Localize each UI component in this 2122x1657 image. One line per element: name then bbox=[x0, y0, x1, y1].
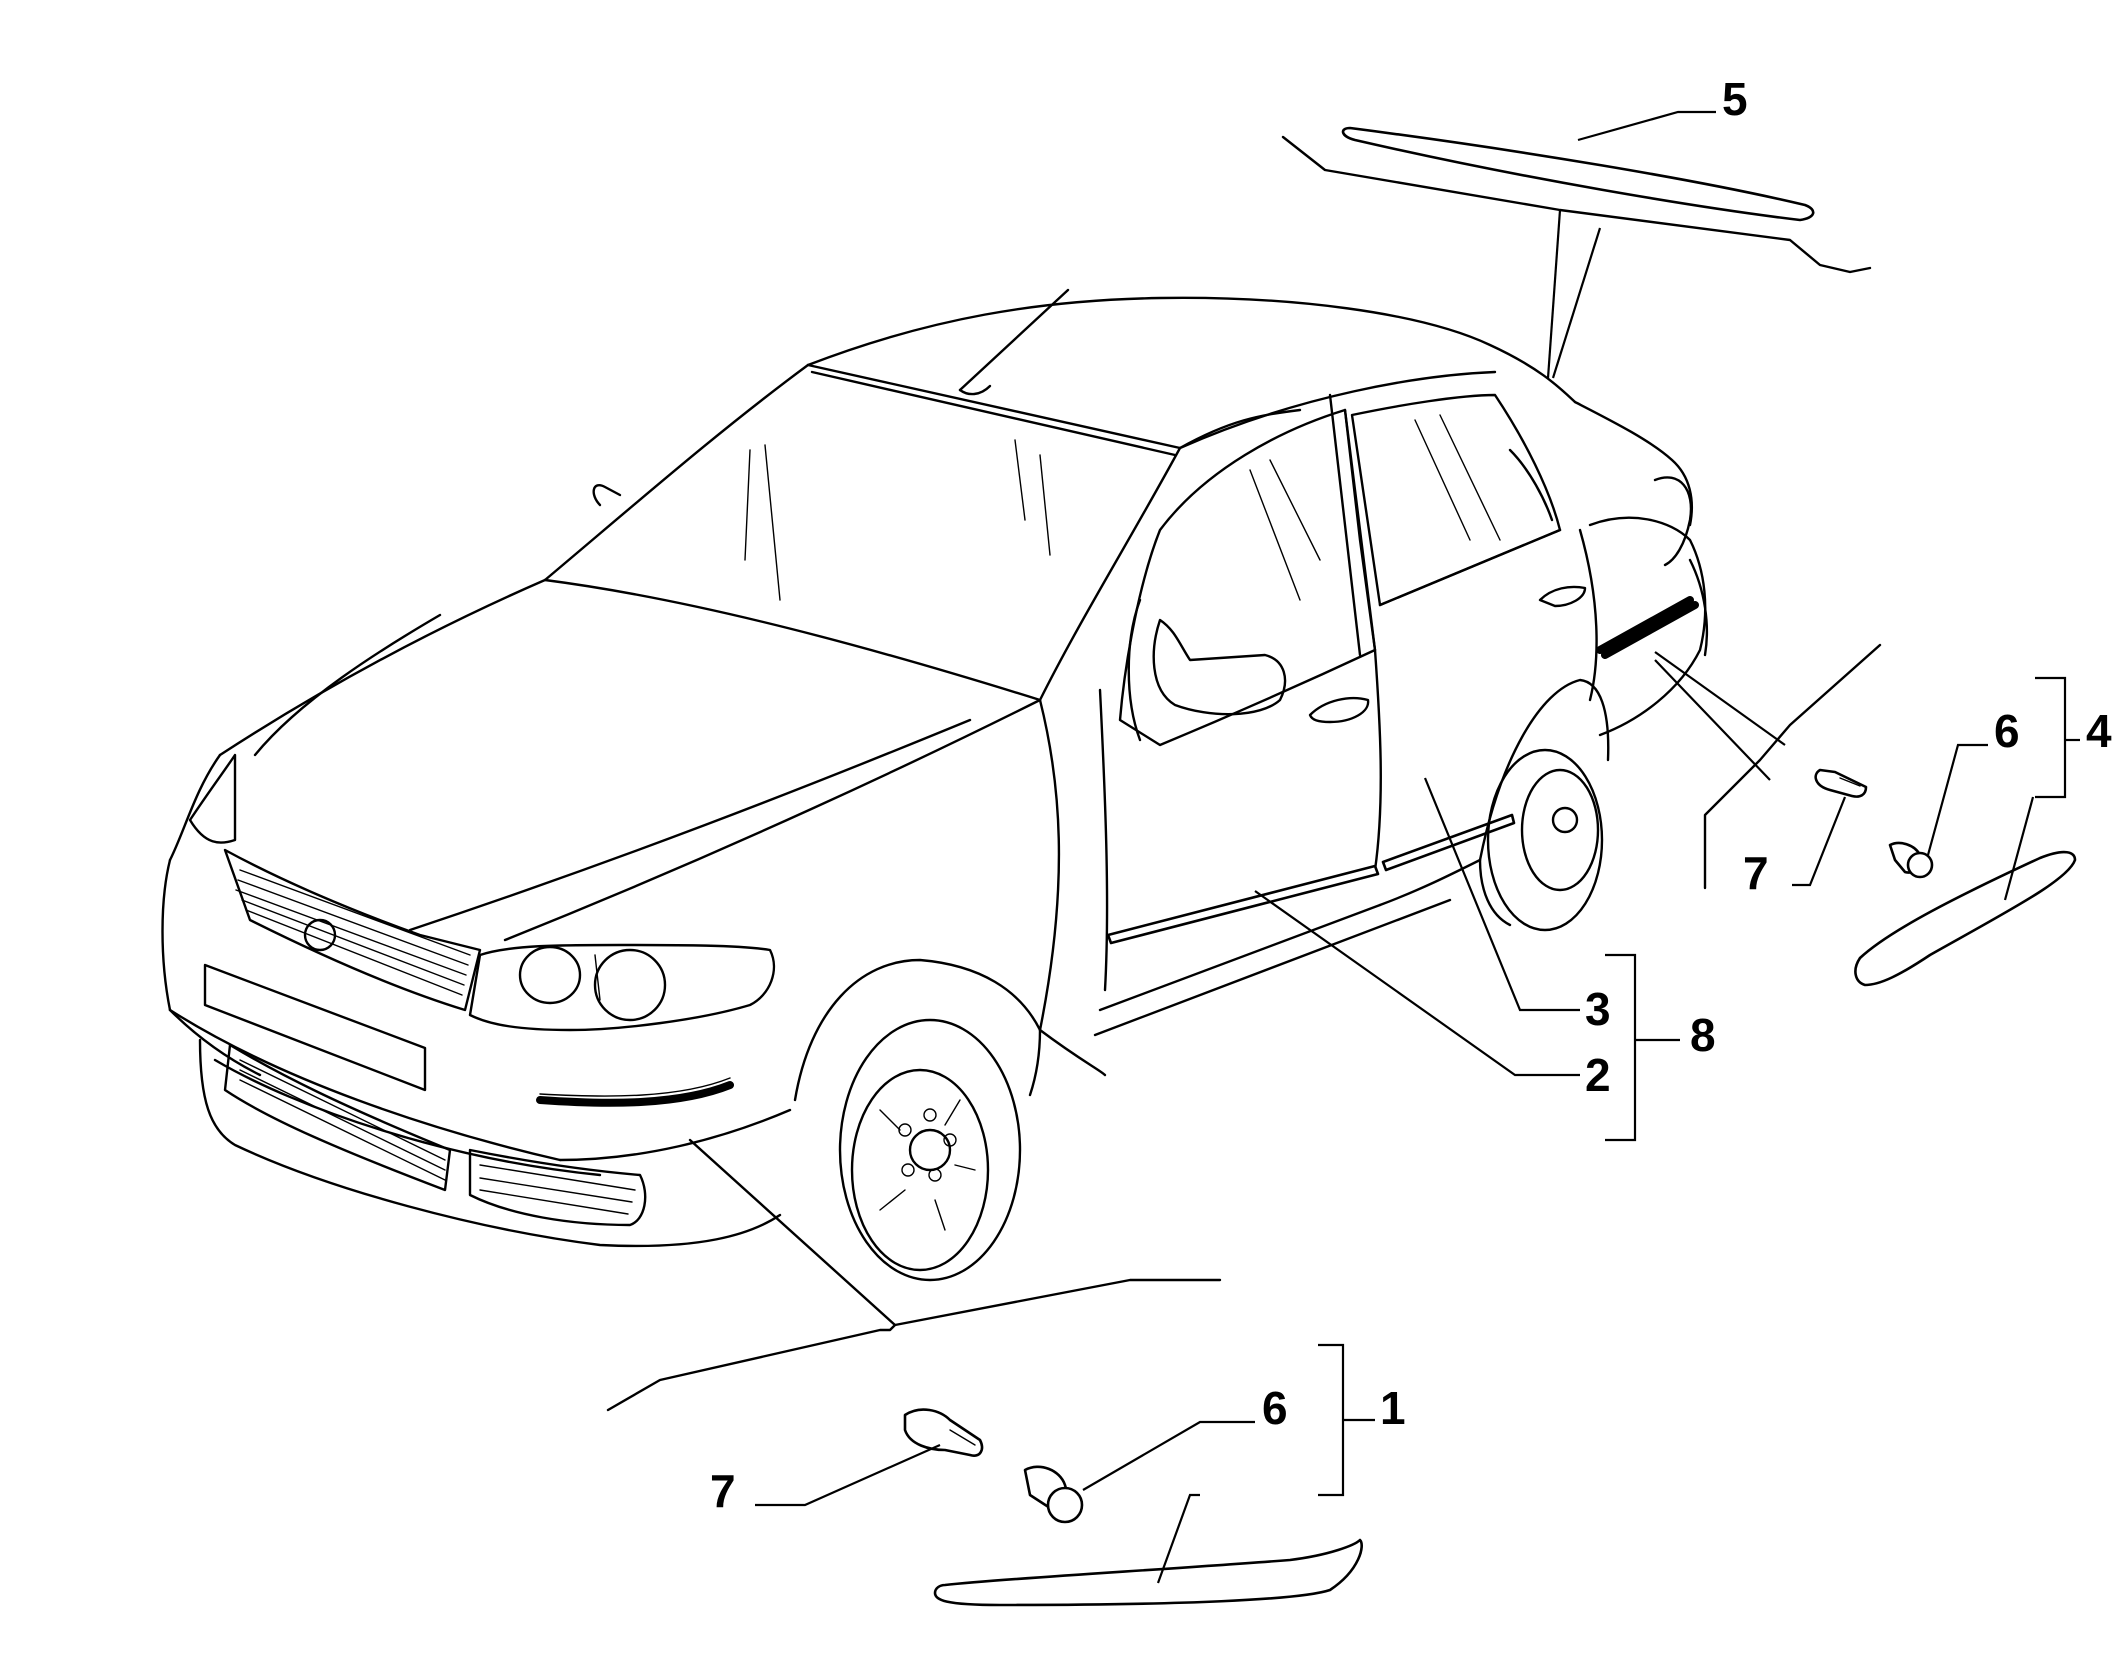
callout-6-bottom: 6 bbox=[1262, 1382, 1288, 1434]
rear-molding-part-4 bbox=[1654, 643, 2077, 987]
fastener-screw-7-right bbox=[1814, 768, 1868, 798]
car-illustration bbox=[161, 288, 1709, 1282]
callout-7-bottom: 7 bbox=[710, 1465, 736, 1517]
callout-4: 4 bbox=[2086, 705, 2112, 757]
callout-6-right: 6 bbox=[1994, 705, 2020, 757]
callout-2: 2 bbox=[1585, 1049, 1611, 1101]
fastener-clip-6-bottom bbox=[1023, 1465, 1084, 1524]
leader-lines bbox=[755, 110, 2080, 1584]
callout-3: 3 bbox=[1585, 983, 1611, 1035]
fastener-clip-6-right bbox=[1888, 841, 1934, 879]
callout-7-right: 7 bbox=[1743, 847, 1769, 899]
callout-1: 1 bbox=[1380, 1382, 1406, 1434]
front-molding-part-1 bbox=[606, 1138, 1363, 1607]
roof-molding-part-5 bbox=[1281, 126, 1872, 379]
fastener-screw-7-bottom bbox=[903, 1408, 984, 1457]
callout-8: 8 bbox=[1690, 1009, 1716, 1061]
callout-5: 5 bbox=[1722, 73, 1748, 125]
